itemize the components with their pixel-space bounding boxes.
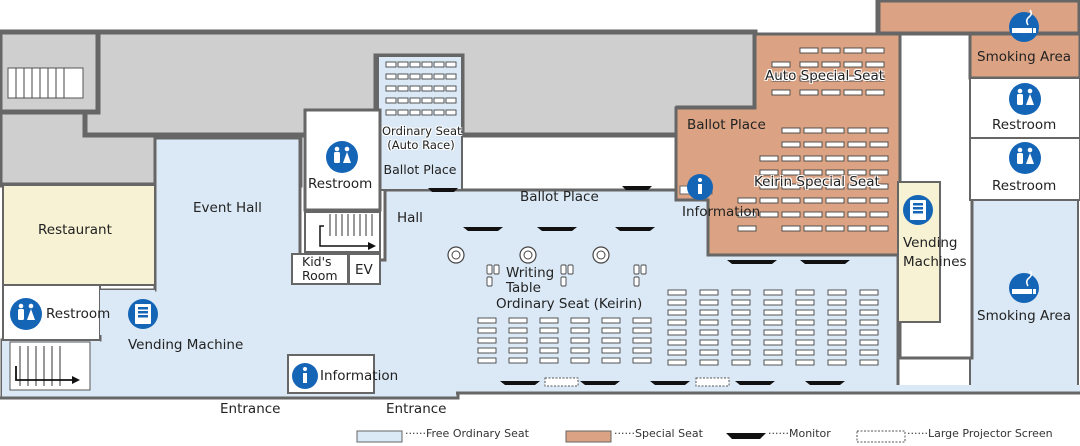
hall-label: Hall [397,210,423,226]
ordinary-auto-label-2: (Auto Race) [387,138,455,152]
restroom-icon [1009,142,1041,174]
projector-screen [695,377,730,387]
legend-free-label: ······Free Ordinary Seat [405,427,529,440]
smoking-area-icon [1009,9,1039,42]
entrance-left-label: Entrance [220,401,281,417]
vending-machine-icon [128,299,158,329]
restroom-icon [1009,83,1041,115]
building-outline [0,0,1080,188]
writing-table-label-2: Table [506,280,541,296]
legend-projector-label: ······Large Projector Screen [907,427,1053,440]
smoking-top-label: Smoking Area [977,49,1072,65]
legend [356,430,906,443]
restaurant-label: Restaurant [38,222,112,238]
legend-monitor-label: ······Monitor [768,427,831,440]
vending-machine-icon [903,195,933,225]
restroom-icon [10,298,42,330]
projector-screen [544,377,579,387]
ballot-center-label: Ballot Place [520,189,599,205]
information-top-label: Information [682,204,761,220]
writing-table-icon [447,246,647,287]
auto-special-label: Auto Special Seat [765,68,885,84]
vending-left-label: Vending Machine [128,337,244,353]
information-bottom-label: Information [320,368,399,384]
vending-right-label-2: Machines [903,254,967,270]
ballot-special-label: Ballot Place [687,117,766,133]
ev-label: EV [355,262,373,278]
monitor-icon [428,186,850,385]
ballot-small-label: Ballot Place [383,162,457,177]
ordinary-auto-label-1: Ordinary Seat [382,124,462,138]
restroom-mid-label: Restroom [308,176,373,192]
stairs-icon [304,211,381,253]
kids-room-label-2: Room [302,268,338,283]
restroom-right2-label: Restroom [992,178,1057,194]
stairs-icon [9,341,91,391]
elevator [348,253,381,285]
restaurant-room [2,184,156,286]
restroom-left-label: Restroom [46,306,111,322]
smoking-right-label: Smoking Area [977,308,1072,324]
restroom-right1-label: Restroom [992,117,1057,133]
event-hall-label: Event Hall [193,200,262,216]
information-icon [687,174,713,200]
entrance-right-label: Entrance [386,401,447,417]
smoking-area-icon [1009,270,1039,303]
information-icon [292,363,318,389]
keirin-special-label: Keirin Special Seat [754,174,880,190]
ordinary-keirin-label: Ordinary Seat (Keirin) [496,296,643,312]
legend-special-label: ······Special Seat [614,427,703,440]
vending-right-label-1: Vending [903,235,958,251]
kids-room-label-1: Kid's [302,254,332,269]
restroom-icon [326,141,358,173]
writing-table-label-1: Writing [506,265,555,281]
outer-wall [0,391,1080,400]
